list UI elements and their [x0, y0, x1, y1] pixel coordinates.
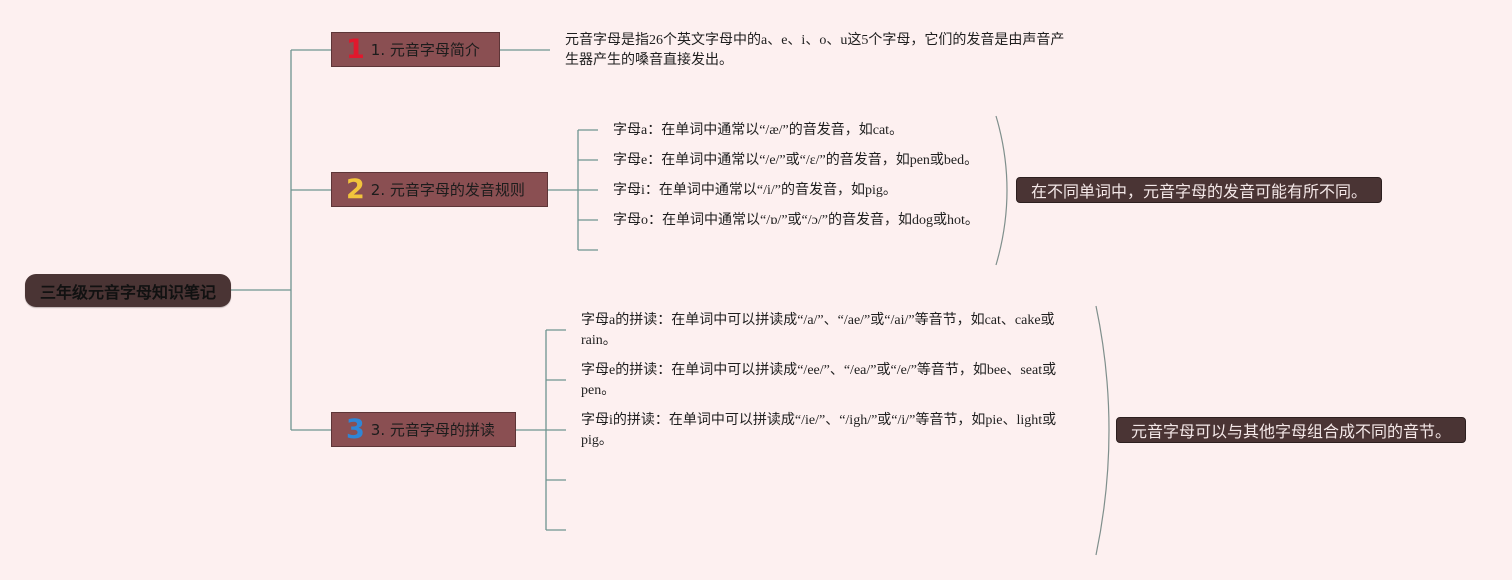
- branch-1-label: 1. 元音字母简介: [370, 41, 480, 59]
- number-3-icon: 3: [346, 414, 365, 445]
- branch-3-label: 3. 元音字母的拼读: [370, 421, 495, 439]
- branch-2-leaf-i[interactable]: 字母i：在单词中通常以“/i/”的音发音，如pig。: [613, 183, 897, 198]
- root-topic[interactable]: 三年级元音字母知识笔记: [25, 274, 231, 307]
- branch-3[interactable]: 3 3. 元音字母的拼读: [331, 412, 516, 447]
- branch-2-summary-text: 在不同单词中，元音字母的发音可能有所不同。: [1030, 182, 1367, 201]
- branch3-summary-bracket: [1095, 305, 1110, 556]
- branch-3-leaf-e[interactable]: 字母e的拼读：在单词中可以拼读成“/ee/”、“/ea/”或“/e/”等音节，如…: [581, 363, 1057, 398]
- number-1-icon: 1: [346, 34, 365, 65]
- branch-3-leaf-i[interactable]: 字母i的拼读：在单词中可以拼读成“/ie/”、“/igh/”或“/i/”等音节，…: [581, 413, 1057, 448]
- branch-2-leaf-o[interactable]: 字母o：在单词中通常以“/ɒ/”或“/ɔ/”的音发音，如dog或hot。: [613, 213, 979, 228]
- branch-1[interactable]: 1 1. 元音字母简介: [331, 32, 500, 67]
- number-2-icon: 2: [346, 174, 365, 205]
- branch-3-summary-text: 元音字母可以与其他字母组合成不同的音节。: [1130, 422, 1451, 441]
- branch-2[interactable]: 2 2. 元音字母的发音规则: [331, 172, 548, 207]
- branch-1-leaf[interactable]: 元音字母是指26个英文字母中的a、e、i、o、u这5个字母，它们的发音是由声音产…: [565, 33, 1065, 68]
- branch2-summary-bracket: [995, 115, 1008, 266]
- branch-2-summary[interactable]: 在不同单词中，元音字母的发音可能有所不同。: [1016, 177, 1382, 203]
- branch-3-leaf-a[interactable]: 字母a的拼读：在单词中可以拼读成“/a/”、“/ae/”或“/ai/”等音节，如…: [581, 313, 1055, 348]
- root-title: 三年级元音字母知识笔记: [39, 282, 216, 302]
- branch-2-label: 2. 元音字母的发音规则: [370, 181, 525, 199]
- branch-2-leaf-a[interactable]: 字母a：在单词中通常以“/æ/”的音发音，如cat。: [613, 123, 904, 138]
- branch-2-leaf-e[interactable]: 字母e：在单词中通常以“/e/”或“/ɛ/”的音发音，如pen或bed。: [613, 153, 979, 168]
- branch-3-summary[interactable]: 元音字母可以与其他字母组合成不同的音节。: [1116, 417, 1466, 443]
